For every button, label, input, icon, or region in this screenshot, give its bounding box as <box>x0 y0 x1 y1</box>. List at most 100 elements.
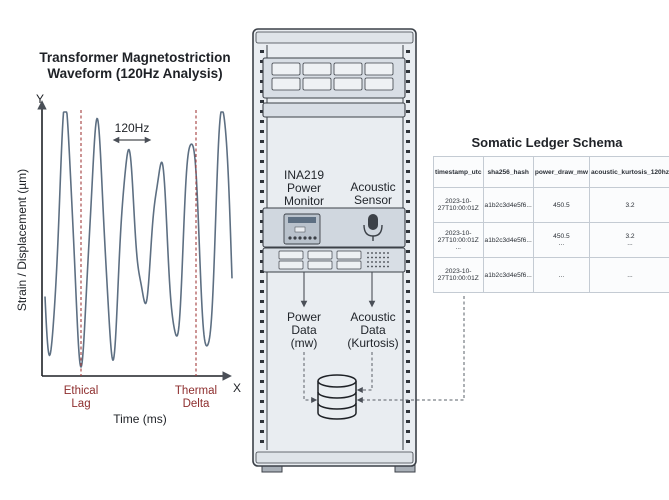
rail-hole <box>406 420 410 423</box>
vent-dot <box>383 265 385 268</box>
vent-dot <box>387 265 389 268</box>
rail-hole <box>406 220 410 223</box>
ledger-cell: 2023-10-27T10:00:01Z <box>433 257 484 293</box>
rail-hole <box>260 120 264 123</box>
rail-hole <box>406 270 410 273</box>
vent-dot <box>383 256 385 259</box>
microphone-icon <box>363 214 383 241</box>
rail-hole <box>260 350 264 353</box>
vent-dot <box>371 256 373 259</box>
rail-hole <box>406 380 410 383</box>
rail-hole <box>406 150 410 153</box>
waveform-axes <box>37 100 232 381</box>
rail-hole <box>406 300 410 303</box>
rail-hole <box>260 150 264 153</box>
ledger-col-timestamp: timestamp_utc <box>433 156 484 188</box>
rail-hole <box>260 270 264 273</box>
drive-bay <box>364 62 394 76</box>
ledger-cell: 2023-10-27T10:00:01Z ... <box>433 222 484 258</box>
rail-hole <box>406 240 410 243</box>
rail-hole <box>260 380 264 383</box>
vent-dot <box>387 256 389 259</box>
ina219-line3: Monitor <box>283 194 324 208</box>
vent-dots <box>367 252 389 268</box>
ledger-table: timestamp_utc sha256_hash power_draw_mw … <box>433 156 669 293</box>
vent-dot <box>387 261 389 263</box>
ina219-board-icon <box>283 213 321 245</box>
rail-hole <box>260 440 264 443</box>
rail-hole <box>260 90 264 93</box>
thermal-delta-line2: Delta <box>182 398 210 410</box>
rail-hole <box>260 430 264 433</box>
rack-unit-1u <box>262 102 406 118</box>
power-data-line3: (mw) <box>290 336 318 350</box>
power-to-db-connector <box>303 352 318 403</box>
ledger-col-hash: sha256_hash <box>482 156 534 188</box>
drive-bay <box>302 77 332 91</box>
vent-dot <box>371 252 373 254</box>
ina219-label: INA219 Power Monitor <box>276 169 332 208</box>
rail-hole <box>406 190 410 193</box>
ledger-cell: 3.2 ... <box>588 222 669 258</box>
rail-hole <box>260 200 264 203</box>
rail-hole <box>260 160 264 163</box>
rail-hole <box>260 420 264 423</box>
table-row: 2023-10-27T10:00:01Z a1b2c3d4e5f6... 450… <box>433 187 669 223</box>
rail-hole <box>260 320 264 323</box>
rail-hole <box>260 410 264 413</box>
thermal-delta-line1: Thermal <box>174 385 218 397</box>
vent-dot <box>387 252 389 254</box>
rail-hole <box>406 340 410 343</box>
x-axis-title: Time (ms) <box>113 412 167 426</box>
drive-bay <box>271 77 301 91</box>
rail-hole <box>406 70 410 73</box>
vent-dot <box>379 252 381 254</box>
rail-hole <box>260 290 264 293</box>
acoustic-data-line2: Data <box>360 323 386 337</box>
vent-dot <box>367 256 369 259</box>
rail-hole <box>260 360 264 363</box>
rail-hole <box>260 310 264 313</box>
drive-slot <box>307 250 333 260</box>
table-row: 2023-10-27T10:00:01Z a1b2c3d4e5f6... ...… <box>433 257 669 293</box>
rail-hole <box>406 440 410 443</box>
vent-dot <box>383 261 385 263</box>
table-row: 2023-10-27T10:00:01Z ... a1b2c3d4e5f6...… <box>433 222 669 258</box>
rail-hole <box>260 210 264 213</box>
rail-hole <box>260 80 264 83</box>
ina219-line2: Power <box>286 181 321 195</box>
acoustic-sensor-line2: Sensor <box>353 193 393 207</box>
rail-hole <box>260 190 264 193</box>
vent-dot <box>371 261 373 263</box>
ledger-cell: 450.5 ... <box>532 222 590 258</box>
ledger-header-row: timestamp_utc sha256_hash power_draw_mw … <box>433 156 669 188</box>
ledger-cell: a1b2c3d4e5f6... <box>482 222 534 258</box>
rail-hole <box>406 140 410 143</box>
rail-hole <box>406 210 410 213</box>
vent-dot <box>375 252 377 254</box>
rail-hole <box>260 340 264 343</box>
drive-slot <box>336 260 362 270</box>
rail-hole <box>406 330 410 333</box>
rail-hole <box>260 70 264 73</box>
power-data-line2: Data <box>291 323 317 337</box>
rail-hole <box>406 170 410 173</box>
drive-bay <box>333 62 363 76</box>
rail-hole <box>406 370 410 373</box>
drive-slot <box>278 250 304 260</box>
ledger-cell: ... <box>588 257 669 293</box>
rail-hole <box>260 330 264 333</box>
rail-hole <box>406 230 410 233</box>
acoustic-sensor-label: Acoustic Sensor <box>344 181 402 207</box>
acoustic-sensor-line1: Acoustic <box>350 180 396 194</box>
rail-hole <box>260 390 264 393</box>
rail-hole <box>406 360 410 363</box>
y-axis-label: Y <box>36 92 45 106</box>
vent-dot <box>367 261 369 263</box>
ledger-cell: 2023-10-27T10:00:01Z <box>433 187 484 223</box>
drive-slot <box>278 260 304 270</box>
drive-slot <box>336 250 362 260</box>
database-icon <box>317 374 357 420</box>
ledger-col-power: power_draw_mw <box>532 156 590 188</box>
